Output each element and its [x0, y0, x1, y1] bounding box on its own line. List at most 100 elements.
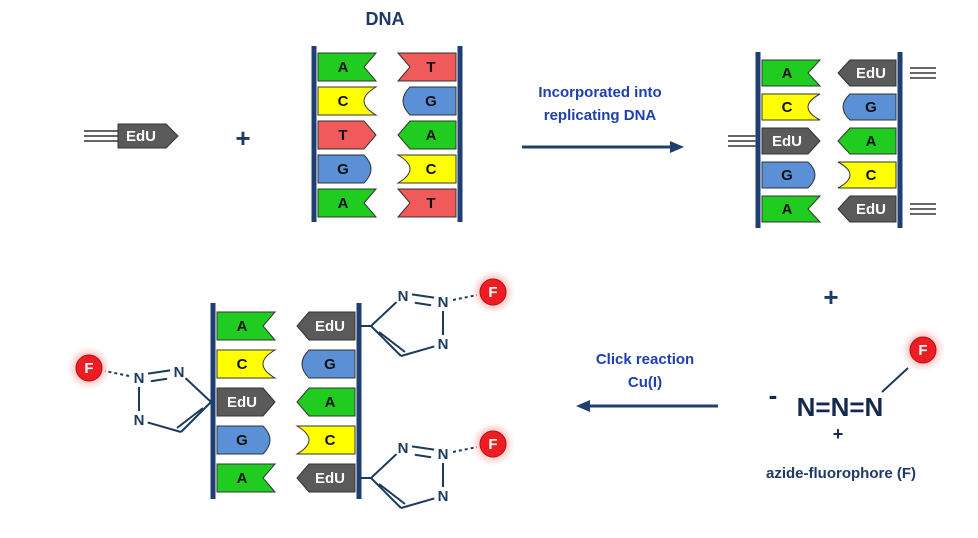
free-edu: EdU: [84, 123, 179, 149]
edu-tail-lines: [84, 130, 118, 142]
svg-text:F: F: [488, 284, 497, 301]
step2-caption-line1: Click reaction: [596, 351, 694, 368]
base-label: A: [866, 133, 877, 150]
dna-title: DNA: [366, 9, 405, 29]
base-right-edu: [837, 195, 897, 223]
base-right-a: [296, 387, 356, 417]
base-right-c: [837, 161, 897, 189]
nitrogen-atom: N: [438, 294, 449, 311]
base-label: C: [325, 432, 336, 449]
base-left-c: [317, 86, 378, 116]
base-label: G: [324, 356, 336, 373]
base-left-a: [216, 463, 277, 493]
azide-minus-charge: -: [769, 380, 778, 410]
base-left-edu: [761, 127, 821, 155]
svg-text:F: F: [84, 360, 93, 377]
base-right-t: [396, 188, 457, 218]
fluorophore: F: [67, 346, 111, 390]
base-label: G: [236, 432, 248, 449]
base-right-edu: [296, 311, 356, 341]
edu-label: EdU: [126, 128, 156, 145]
base-left-a: [317, 188, 378, 218]
base-label: EdU: [772, 133, 802, 150]
base-label: C: [237, 356, 248, 373]
nitrogen-atom: N: [438, 336, 449, 353]
fluorophore: F: [471, 422, 515, 466]
base-label: T: [338, 127, 347, 144]
base-left-a: [761, 59, 822, 87]
base-right-g: [842, 93, 897, 121]
base-left-c: [216, 349, 277, 379]
base-left-g: [216, 425, 271, 455]
step2-caption-line2: Cu(I): [628, 374, 662, 391]
base-right-a: [837, 127, 897, 155]
base-label: C: [782, 99, 793, 116]
plus-sign-1: +: [235, 123, 250, 153]
arrow-click-reaction: [576, 400, 718, 412]
nitrogen-atom: N: [134, 412, 145, 429]
triazole-ring: [370, 293, 444, 357]
base-right-c: [396, 154, 457, 184]
fluorophore-azide: F: [901, 328, 945, 372]
base-right-edu: [296, 463, 356, 493]
base-right-g: [301, 349, 356, 379]
base-label: T: [426, 59, 435, 76]
base-label: A: [782, 201, 793, 218]
nitrogen-atom: N: [398, 440, 409, 457]
base-label: EdU: [227, 394, 257, 411]
base-label: A: [325, 394, 336, 411]
base-left-t: [317, 120, 377, 150]
base-label: C: [426, 161, 437, 178]
base-right-t: [396, 52, 457, 82]
base-left-a: [216, 311, 277, 341]
nitrogen-atom: N: [438, 446, 449, 463]
base-label: A: [237, 318, 248, 335]
base-left-a: [317, 52, 378, 82]
base-right-edu: [837, 59, 897, 87]
fluorophore-label: F: [918, 342, 927, 359]
base-left-g: [317, 154, 372, 184]
base-right-g: [402, 86, 457, 116]
fluorophore: F: [471, 270, 515, 314]
base-label: A: [338, 59, 349, 76]
dna-clicked: A EdU C G EdU A G C A EdU: [210, 303, 362, 499]
nitrogen-atom: N: [134, 370, 145, 387]
nitrogen-atom: N: [174, 364, 185, 381]
step1-caption-line2: replicating DNA: [544, 107, 657, 124]
azide-label: azide-fluorophore (F): [766, 465, 916, 482]
base-label: A: [338, 195, 349, 212]
arrow-incorporate: [522, 141, 684, 153]
svg-text:F: F: [488, 436, 497, 453]
azide-plus-charge: +: [833, 424, 844, 444]
base-label: A: [782, 65, 793, 82]
base-label: EdU: [315, 318, 345, 335]
base-label: EdU: [315, 470, 345, 487]
edu-nucleotide: [117, 123, 179, 149]
base-label: T: [426, 195, 435, 212]
base-right-c: [295, 425, 356, 455]
triazole-ring: [138, 369, 212, 433]
base-label: EdU: [856, 65, 886, 82]
plus-sign-2: +: [823, 282, 838, 312]
azide-formula: N=N=N: [797, 392, 884, 422]
triazole-ring: [370, 445, 444, 509]
base-label: G: [337, 161, 349, 178]
base-left-a: [761, 195, 822, 223]
base-label: EdU: [856, 201, 886, 218]
base-left-g: [761, 161, 816, 189]
azide-fluorophore: - N=N=N + F azide-fluorophore (F): [766, 328, 945, 482]
nitrogen-atom: N: [438, 488, 449, 505]
base-label: C: [866, 167, 877, 184]
triazole-linkers: N N N F N N N F N N N F: [67, 270, 515, 509]
base-label: G: [425, 93, 437, 110]
base-label: G: [865, 99, 877, 116]
base-label: G: [781, 167, 793, 184]
base-label: C: [338, 93, 349, 110]
nitrogen-atom: N: [398, 288, 409, 305]
base-label: A: [426, 127, 437, 144]
step1-caption-line1: Incorporated into: [538, 84, 661, 101]
base-label: A: [237, 470, 248, 487]
